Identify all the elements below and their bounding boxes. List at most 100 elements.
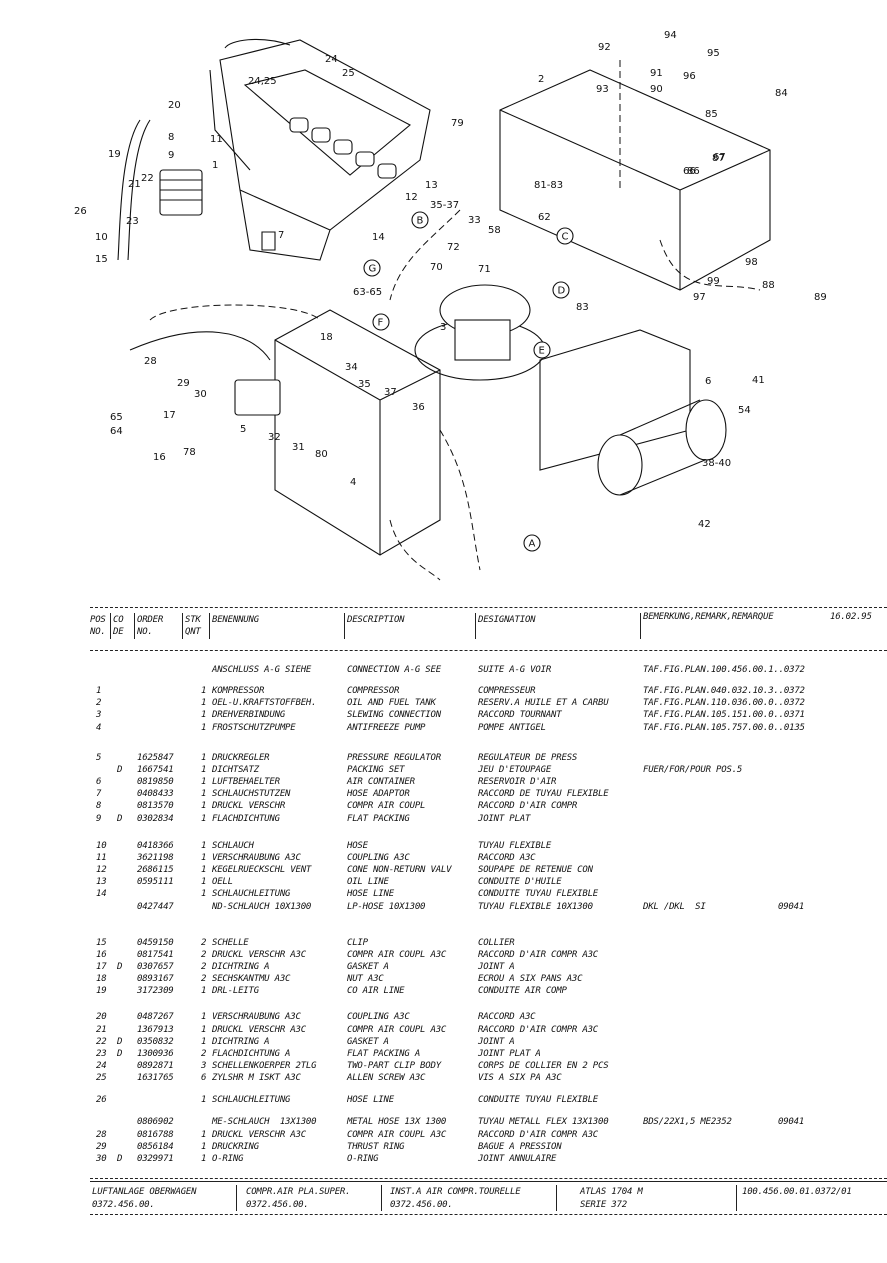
cell-de: DRUCKL VERSCHR A3C — [212, 949, 306, 960]
cell-qty: 1 — [201, 1036, 207, 1047]
cell-fr: RACCORD TOURNANT — [478, 710, 562, 721]
cell-fr: TUYAU FLEXIBLE — [478, 840, 552, 851]
cell-remark: TAF.FIG.PLAN.110.036.00.0..0372 — [643, 698, 805, 709]
connection-marker-circle — [363, 259, 381, 277]
cell-pos: 2 — [96, 698, 102, 709]
cell-fr: JEU D'ETOUPAGE — [478, 764, 552, 775]
cell-en: TWO-PART CLIP BODY — [347, 1061, 441, 1072]
cell-de: DICHTRING A — [212, 962, 270, 972]
callout-32: 32 — [268, 432, 281, 443]
header-rule-top — [90, 607, 887, 608]
callout-81-83: 81-83 — [534, 180, 563, 191]
cell-pos: 30 — [96, 1154, 107, 1164]
callout-17: 17 — [163, 410, 176, 421]
callout-66: 66 — [683, 166, 696, 177]
cell-fr: CORPS DE COLLIER EN 2 PCS — [478, 1061, 609, 1072]
cell-co: D — [117, 813, 123, 824]
callout-94: 94 — [664, 30, 677, 41]
callout-64: 64 — [110, 426, 123, 437]
cell-en: HOSE — [347, 840, 368, 851]
cell-pos: 9 — [96, 813, 102, 824]
callout-20: 20 — [168, 100, 181, 111]
callout-8: 8 — [168, 132, 174, 143]
callout-26: 26 — [74, 206, 87, 217]
footer-divider — [556, 1185, 557, 1211]
connection-letter-B: B — [417, 216, 424, 227]
cell-order: 0806902 — [137, 1117, 174, 1128]
cell-en: PRESSURE REGULATOR — [347, 752, 441, 763]
cell-de: SCHELLENKOERPER 2TLG — [212, 1061, 317, 1072]
cell-fr: RESERVOIR D'AIR — [478, 777, 557, 787]
cell-fr: RACCORD D'AIR COMPR — [478, 801, 578, 812]
col-divider — [475, 613, 476, 639]
cell-en: COMPR AIR COUPL — [347, 801, 426, 812]
cell-en: COMPR AIR COUPL A3C — [347, 1024, 447, 1035]
cell-pos: 20 — [96, 1012, 107, 1023]
callout-89: 89 — [814, 292, 827, 303]
cell-pos: 14 — [96, 889, 107, 900]
cell-de: KEGELRUECKSCHL VENT — [212, 865, 312, 875]
callout-98: 98 — [745, 257, 758, 268]
cell-pos: 18 — [96, 974, 107, 985]
cell-pos: 15 — [96, 937, 107, 948]
callout-95: 95 — [707, 48, 720, 59]
footer-serie: SERIE 372 — [580, 1200, 627, 1210]
cell-de: SCHLAUCHLEITUNG — [212, 1095, 291, 1106]
callout-85: 85 — [705, 109, 718, 120]
cell-fr: RACCORD A3C — [478, 852, 536, 863]
callout-67: 67 — [713, 152, 726, 163]
cell-order: 1667541 — [137, 764, 174, 775]
cell-qty: 1 — [201, 1154, 207, 1164]
cell-qty: 1 — [201, 686, 207, 696]
callout-3: 3 — [440, 322, 446, 333]
cell-fr: REGULATEUR DE PRESS — [478, 752, 578, 763]
callout-9: 9 — [168, 150, 174, 161]
cell-fr: ECROU A SIX PANS A3C — [478, 974, 583, 985]
cell-fr: JOINT PLAT — [478, 813, 531, 824]
cell-order: 0856184 — [137, 1141, 174, 1152]
connection-marker-circle — [411, 211, 429, 229]
cell-en: CONE NON-RETURN VALV — [347, 865, 452, 875]
cell-order: 0819850 — [137, 777, 174, 787]
cell-order: 0459150 — [137, 937, 174, 948]
cell-en: COMPRESSOR — [347, 686, 400, 696]
footer-divider — [236, 1185, 237, 1211]
cell-qty: 1 — [201, 801, 207, 812]
cell-qty: 2 — [201, 949, 207, 960]
cell-code: 09041 — [778, 901, 805, 912]
cell-co: D — [117, 764, 123, 775]
cell-fr: RACCORD D'AIR COMPR A3C — [478, 1024, 599, 1035]
cell-fr: SOUPAPE DE RETENUE CON — [478, 865, 593, 875]
cell-co: D — [117, 962, 123, 972]
callout-97: 97 — [693, 292, 706, 303]
callout-54: 54 — [738, 405, 751, 416]
cell-pos: 17 — [96, 962, 107, 972]
pressure-regulator — [129, 331, 281, 416]
callout-4: 4 — [350, 477, 356, 488]
cell-de: DRL-LEITG — [212, 986, 259, 997]
connection-marker-circle — [533, 341, 551, 359]
hose-line — [149, 60, 761, 581]
callout-93: 93 — [596, 84, 609, 95]
cell-en: COUPLING A3C — [347, 852, 410, 863]
callout-80: 80 — [315, 449, 328, 460]
footer-divider — [736, 1185, 737, 1211]
cell-pos: 3 — [96, 710, 102, 721]
cell-co: D — [117, 1049, 123, 1059]
cell-qty: 1 — [201, 813, 207, 824]
cell-fr: POMPE ANTIGEL — [478, 722, 546, 733]
cell-qty: 6 — [201, 1073, 207, 1084]
cell-qty: 1 — [201, 1024, 207, 1035]
col-divider — [640, 613, 641, 639]
cell-qty: 1 — [201, 752, 207, 763]
cell-de: SECHSKANTMU A3C — [212, 974, 291, 985]
lower-tank — [274, 309, 441, 556]
cell-fr: CONDUITE TUYAU FLEXIBLE — [478, 889, 599, 900]
footer-rule-top-2 — [90, 1181, 887, 1182]
callout-1: 1 — [212, 160, 218, 171]
footer-rule-bottom — [90, 1214, 887, 1215]
cell-de: FLACHDICHTUNG — [212, 813, 280, 824]
cell-de: ME-SCHLAUCH 13X1300 — [212, 1117, 317, 1128]
connection-letter-E: E — [539, 346, 545, 357]
callout-83: 83 — [576, 302, 589, 313]
